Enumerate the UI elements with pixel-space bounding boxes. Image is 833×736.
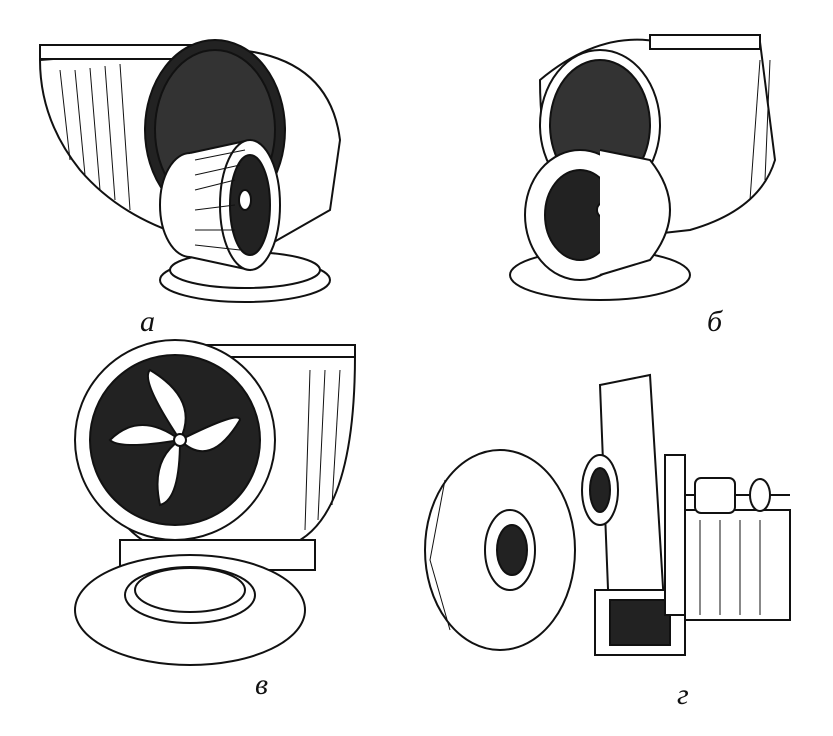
- figure-label-a: а: [140, 305, 155, 338]
- fan-a-drawing: [38, 39, 342, 303]
- figure-label-d: г: [677, 678, 689, 711]
- figure-label-b: б: [707, 305, 723, 338]
- fan-b-drawing: [509, 34, 777, 301]
- fan-d-drawing: [424, 373, 791, 656]
- figure-label-c: в: [255, 668, 269, 701]
- fan-c-drawing: [74, 339, 357, 666]
